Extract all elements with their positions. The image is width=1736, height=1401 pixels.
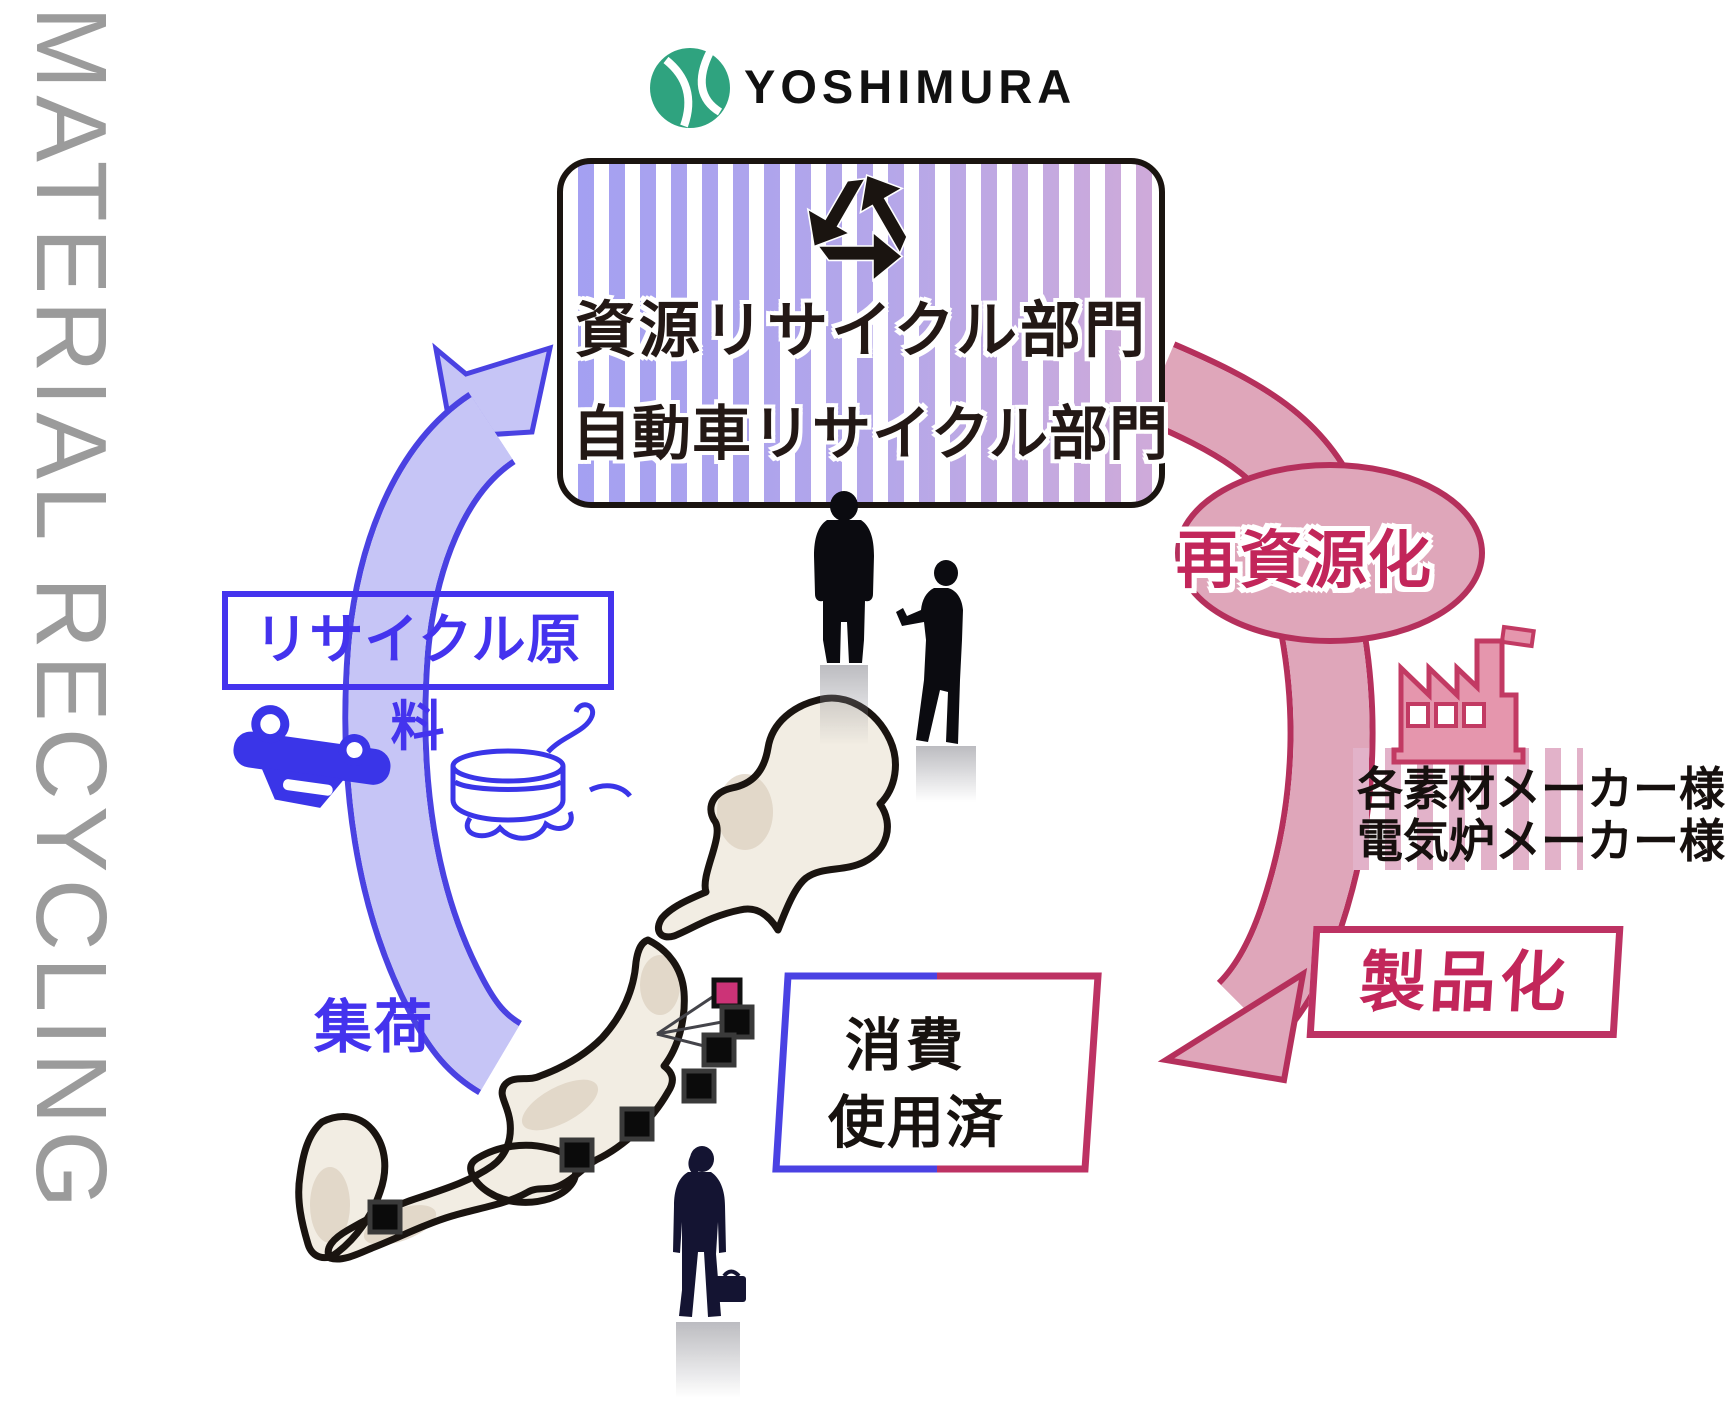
division-line1: 資源リサイクル部門 [575, 296, 1148, 364]
recycle-division-box: 資源リサイクル部門 自動車リサイクル部門 [557, 156, 1168, 508]
recycle-material-label: リサイクル原料 [222, 591, 614, 757]
scrap-drum-icon [450, 702, 632, 841]
japan-map [299, 698, 896, 1259]
maker-text: 各素材メーカー様 電気炉メーカー様 [1357, 763, 1725, 867]
maker-line1: 各素材メーカー様 [1357, 763, 1725, 815]
consumption-line1: 消費 [845, 1014, 967, 1078]
maker-line2: 電気炉メーカー様 [1357, 815, 1725, 867]
collection-stage-label: 集荷 [314, 995, 435, 1060]
scrap-car-icon [233, 705, 391, 808]
product-label-box: 製品化 [1306, 926, 1624, 1038]
re-resource-label: 再資源化 [1176, 526, 1432, 596]
pink-arrowhead-icon [1157, 967, 1308, 1084]
brand-text: YOSHIMURA [744, 60, 1077, 113]
consumption-line2: 使用済 [828, 1091, 1005, 1155]
division-line2: 自動車リサイクル部門 [572, 401, 1170, 467]
pink-flow-arrow [1140, 341, 1485, 1084]
yoshimura-leaf-icon [650, 48, 730, 128]
site-markers [367, 977, 755, 1235]
yoshimura-logo: YOSHIMURA [648, 42, 1076, 130]
maker-stripes [1353, 748, 1583, 870]
site-marker-highlight [711, 977, 743, 1009]
recycling-icon [786, 156, 936, 301]
site-marker-black [367, 1004, 755, 1235]
consumption-box-frame [772, 972, 1102, 1173]
factory-icon [1391, 624, 1536, 765]
bubble-shape [1175, 462, 1485, 644]
